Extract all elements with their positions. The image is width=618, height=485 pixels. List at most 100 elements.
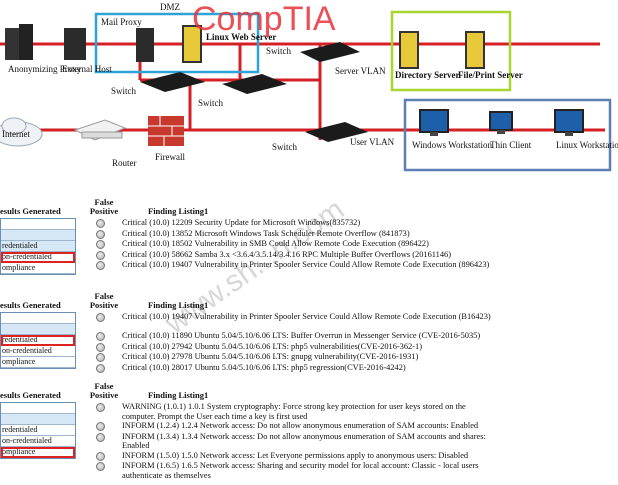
- scan-type-option[interactable]: on-credentialed: [1, 436, 75, 447]
- false-positive-radio[interactable]: [96, 313, 105, 322]
- switch-mid-label: Switch: [198, 98, 224, 108]
- mail-proxy-label: Mail Proxy: [101, 17, 142, 27]
- switch-icon: [140, 72, 205, 92]
- finding-text: Critical (10.0) 18502 Vulnerability in S…: [122, 239, 429, 248]
- directory-server-label: Directory Server: [395, 70, 460, 80]
- server-vlan-label: Server VLAN: [335, 66, 386, 76]
- false-positive-radio[interactable]: [96, 403, 105, 412]
- scan-type-option[interactable]: [1, 313, 75, 324]
- finding-text: Critical (10.0) 27942 Ubuntu 5.04/5.10/6…: [122, 341, 422, 351]
- false-positive-radio[interactable]: [96, 261, 105, 270]
- router-label: Router: [112, 158, 137, 168]
- user-vlan-label: User VLAN: [350, 137, 395, 147]
- false-positive-heading: False Positive: [89, 197, 119, 216]
- scan-type-option[interactable]: redentialed: [1, 335, 75, 346]
- findings-list: Critical (10.0) 12209 Security Update fo…: [96, 218, 616, 279]
- monitor-icon: [419, 109, 449, 136]
- false-positive-radio[interactable]: [96, 353, 105, 362]
- scan-type-option[interactable]: [1, 230, 75, 241]
- scan-type-option[interactable]: ompliance: [1, 263, 75, 274]
- scan-type-option[interactable]: on-credentialed: [1, 346, 75, 357]
- cloud-icon: [0, 117, 43, 147]
- finding-row: Critical (10.0) 13852 Microsoft Windows …: [96, 229, 616, 240]
- firewall-label: Firewall: [155, 152, 185, 162]
- results-section: esults Generated False Positive Finding Li…: [0, 380, 618, 480]
- anonymizing-proxy-icon: [5, 24, 33, 60]
- monitor-icon: [489, 111, 513, 134]
- finding-row: WARNING (1.0.1) 1.0.1 System cryptograph…: [96, 402, 616, 421]
- router-icon: [73, 119, 127, 141]
- windows-workstation-label: Windows Workstation: [412, 140, 492, 150]
- finding-text: Critical (10.0) 12209 Security Update fo…: [122, 218, 361, 227]
- linux-workstation-label: Linux Workstation: [556, 140, 618, 150]
- finding-row: INFORM (1.2.4) 1.2.4 Network access: Do …: [96, 421, 616, 432]
- finding-listing-heading: Finding Listing1: [148, 300, 209, 310]
- false-positive-radio[interactable]: [96, 363, 105, 373]
- finding-text: Critical (10.0) 58662 Samba 3.x <3.6.4/3…: [122, 249, 451, 259]
- finding-text: INFORM (1.2.4) 1.2.4 Network access: Do …: [122, 421, 479, 430]
- internet-label: Internet: [2, 129, 30, 139]
- switch-bottom-label: Switch: [272, 142, 298, 152]
- scan-type-option[interactable]: [1, 403, 75, 414]
- scan-type-option[interactable]: ompliance: [1, 447, 75, 458]
- scan-type-option[interactable]: on-credentialed: [1, 252, 75, 263]
- findings-list: WARNING (1.0.1) 1.0.1 System cryptograph…: [96, 402, 616, 480]
- finding-text: Critical (10.0) 27978 Ubuntu 5.04/5.10/6…: [122, 352, 419, 361]
- false-positive-radio[interactable]: [96, 432, 105, 442]
- user-vlan-zone: [403, 98, 612, 172]
- scan-type-option[interactable]: [1, 414, 75, 425]
- dmz-zone: [94, 12, 260, 74]
- results-section: esults Generated False Positive Finding Li…: [0, 196, 618, 288]
- file-print-server-label: File/Print Server: [458, 70, 523, 80]
- finding-row: Critical (10.0) 11890 Ubuntu 5.04/5.10/6…: [96, 331, 616, 342]
- false-positive-radio[interactable]: [96, 342, 105, 352]
- switch-mid-left-label: Switch: [111, 86, 137, 96]
- finding-text: Critical (10.0) 13852 Microsoft Windows …: [122, 228, 410, 238]
- results-generated-heading: esults Generated: [0, 390, 61, 400]
- finding-row: Critical (10.0) 12209 Security Update fo…: [96, 218, 616, 229]
- finding-text: INFORM (1.5.0) 1.5.0 Network access: Let…: [122, 450, 469, 460]
- finding-row: Critical (10.0) 19407 Vulnerability in P…: [96, 312, 616, 331]
- false-positive-radio[interactable]: [96, 250, 105, 260]
- finding-row: INFORM (1.3.4) 1.3.4 Network access: Do …: [96, 432, 616, 451]
- finding-listing-heading: Finding Listing1: [148, 390, 209, 400]
- finding-row: Critical (10.0) 58662 Samba 3.x <3.6.4/3…: [96, 250, 616, 261]
- server-vlan-zone: [390, 10, 512, 92]
- finding-row: INFORM (1.5.0) 1.5.0 Network access: Let…: [96, 451, 616, 462]
- false-positive-heading: False Positive: [89, 291, 119, 310]
- comptia-watermark: CompTIA: [192, 0, 336, 38]
- false-positive-radio[interactable]: [96, 462, 105, 471]
- switch-icon: [305, 122, 368, 142]
- false-positive-heading: False Positive: [89, 381, 119, 400]
- false-positive-radio[interactable]: [96, 451, 105, 461]
- scan-type-option[interactable]: [1, 219, 75, 230]
- finding-row: INFORM (1.6.5) 1.6.5 Network access: Sha…: [96, 461, 616, 480]
- findings-list: Critical (10.0) 19407 Vulnerability in P…: [96, 312, 616, 373]
- thin-client-label: Thin Client: [490, 140, 532, 150]
- scan-type-option[interactable]: [1, 324, 75, 335]
- scan-type-option[interactable]: redentialed: [1, 241, 75, 252]
- external-host-icon: [64, 28, 86, 60]
- finding-row: Critical (10.0) 28017 Ubuntu 5.04/5.10/6…: [96, 363, 616, 374]
- file-print-server-icon: [465, 31, 485, 69]
- results-generated-heading: esults Generated: [0, 206, 61, 216]
- finding-text: Critical (10.0) 19407 Vulnerability in P…: [122, 260, 490, 269]
- switch-icon: [222, 74, 287, 94]
- false-positive-radio[interactable]: [96, 240, 105, 249]
- finding-text: INFORM (1.3.4) 1.3.4 Network access: Do …: [122, 431, 486, 451]
- finding-text: Critical (10.0) 28017 Ubuntu 5.04/5.10/6…: [122, 362, 406, 372]
- false-positive-radio[interactable]: [96, 332, 105, 341]
- finding-row: Critical (10.0) 18502 Vulnerability in S…: [96, 239, 616, 250]
- scan-type-option[interactable]: ompliance: [1, 357, 75, 368]
- finding-text: WARNING (1.0.1) 1.0.1 System cryptograph…: [122, 402, 466, 421]
- false-positive-radio[interactable]: [96, 422, 105, 431]
- false-positive-radio[interactable]: [96, 229, 105, 239]
- scan-type-option[interactable]: redentialed: [1, 425, 75, 436]
- finding-listing-heading: Finding Listing1: [148, 206, 209, 216]
- false-positive-radio[interactable]: [96, 219, 105, 228]
- anonymizing-proxy-label: Anonymizing Proxy: [8, 64, 82, 74]
- monitor-icon: [554, 109, 584, 136]
